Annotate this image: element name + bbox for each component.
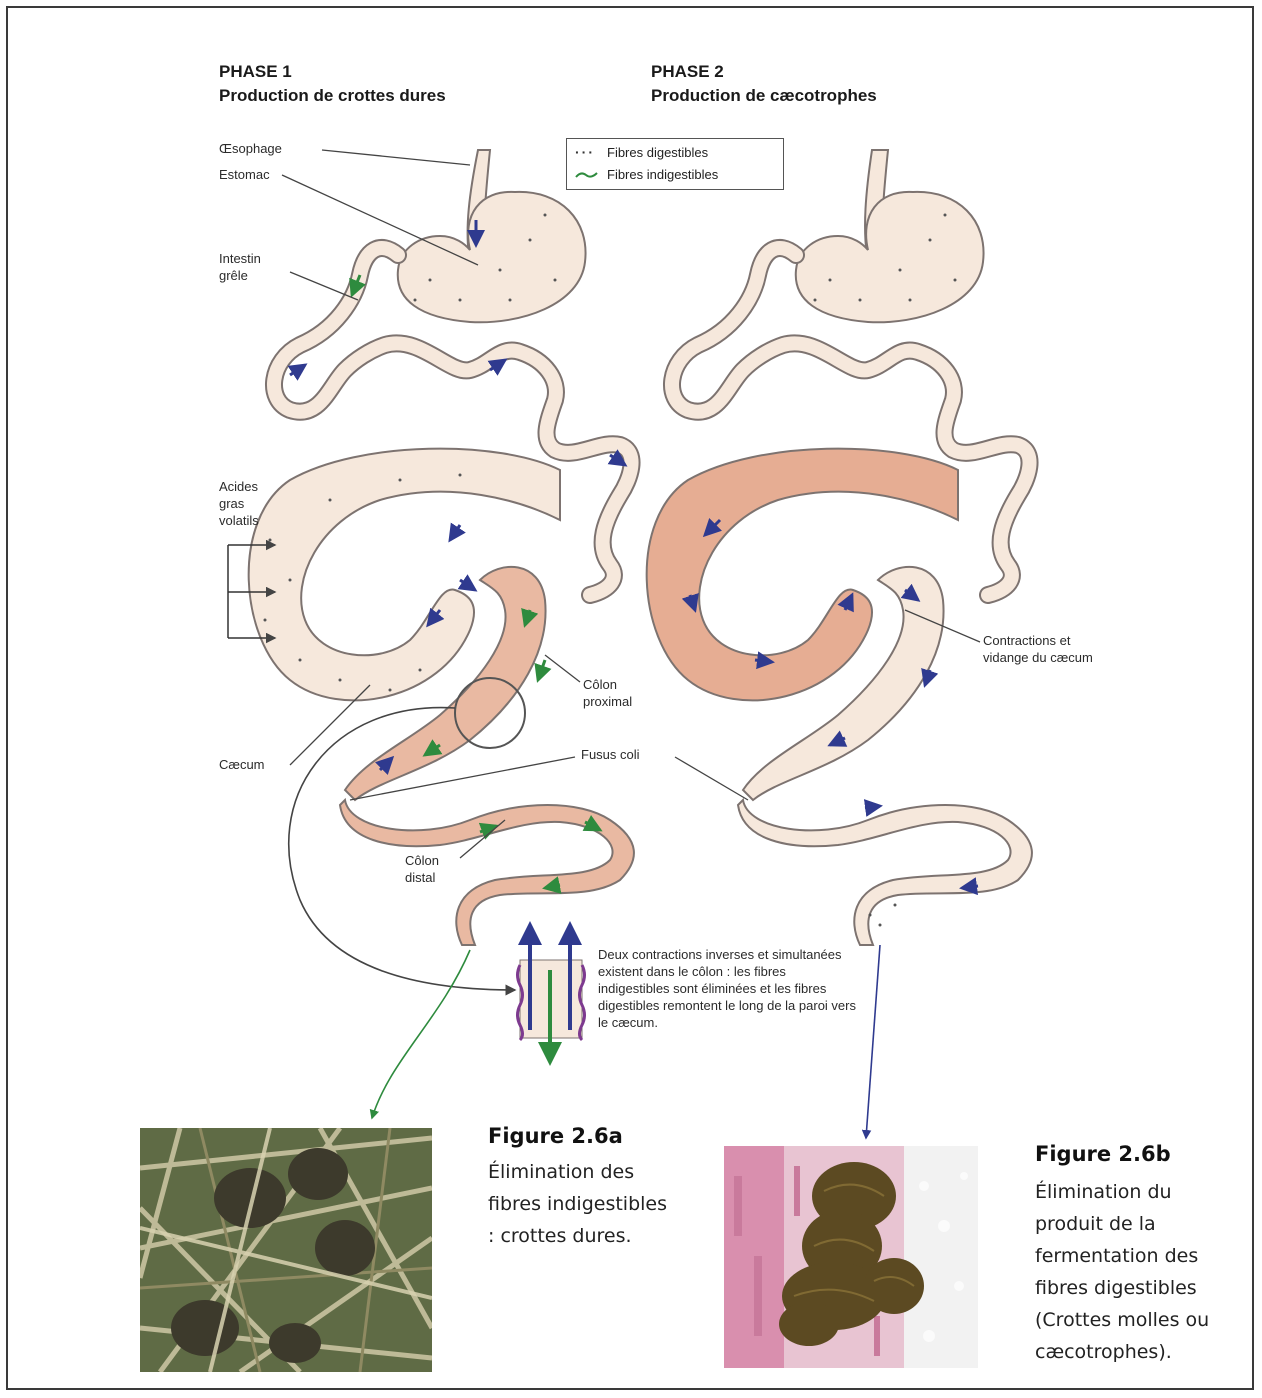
- label-caecum: Cæcum: [219, 756, 265, 773]
- label-colon-proximal: Côlon proximal: [583, 676, 663, 710]
- figure-a-caption: Élimination des fibres indigestibles : c…: [488, 1156, 678, 1252]
- stomach-1: [398, 192, 586, 322]
- figure-b-caption: Élimination du produit de la fermentatio…: [1035, 1176, 1245, 1368]
- label-intestin: Intestin grêle: [219, 250, 289, 284]
- label-estomac: Estomac: [219, 166, 270, 183]
- figure-b-title: Figure 2.6b: [1035, 1142, 1171, 1166]
- label-fusus-coli: Fusus coli: [581, 746, 640, 763]
- label-colon-distal: Côlon distal: [405, 852, 467, 886]
- stomach-2: [796, 192, 984, 322]
- elimination-pointer-a: [372, 950, 470, 1118]
- elimination-pointer-b: [866, 945, 880, 1138]
- label-contractions: Contractions et vidange du cæcum: [983, 632, 1101, 666]
- label-acides: Acides gras volatils: [219, 478, 281, 529]
- distal-colon-2: [738, 800, 1032, 945]
- photo-hard-droppings: [140, 1128, 432, 1372]
- contraction-note: Deux contractions inverses et simultanée…: [598, 946, 858, 1031]
- distal-colon-1: [340, 800, 634, 945]
- figure-a-title: Figure 2.6a: [488, 1124, 623, 1148]
- label-oesophage: Œsophage: [219, 140, 282, 157]
- photo-caecotrophes: [724, 1146, 978, 1368]
- colon-contraction-detail: [518, 925, 585, 1062]
